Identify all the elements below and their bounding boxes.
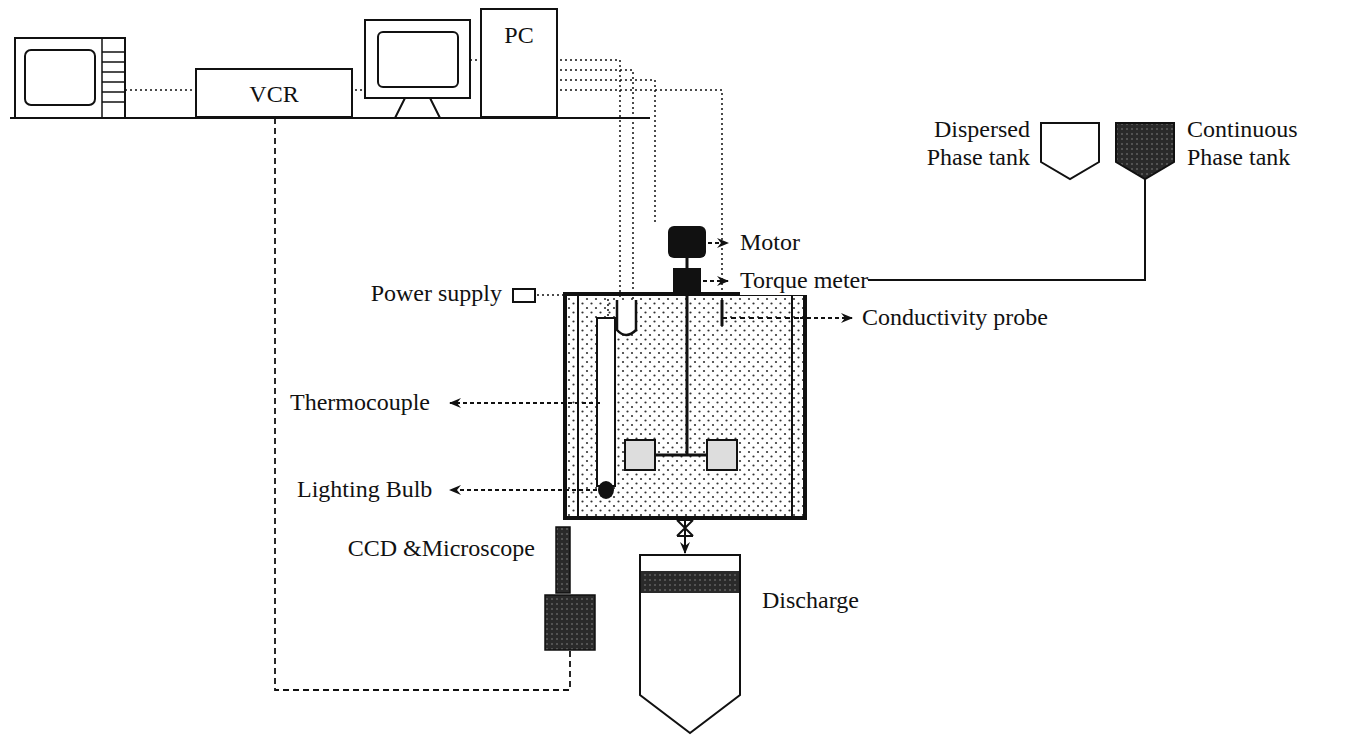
node-text: VCR <box>197 70 351 109</box>
node-label: Dispersed Phase tank <box>880 116 1030 171</box>
node-label: Continuous Phase tank <box>1187 116 1347 171</box>
part-label: Conductivity probe <box>862 304 1048 332</box>
power-supply-box: Power supply <box>512 288 536 303</box>
part-label: Thermocouple <box>290 389 430 417</box>
tank-outline <box>1040 122 1100 180</box>
part-label: Torque meter <box>740 267 868 295</box>
camera-outline <box>545 527 595 650</box>
part-label: Lighting Bulb <box>297 476 432 504</box>
node-text: PC <box>482 10 556 50</box>
tank: Dispersed Phase tank <box>1040 122 1100 180</box>
node-label: CCD &Microscope <box>348 535 535 563</box>
node-label: Power supply <box>371 280 502 308</box>
vcr-box: VCR <box>195 68 353 118</box>
tank: Continuous Phase tank <box>1115 122 1175 180</box>
discharge-container: Discharge <box>638 553 742 735</box>
part-label: Motor <box>740 229 800 257</box>
node-label: Discharge <box>762 587 859 615</box>
video-cable <box>275 118 570 690</box>
bottle-outline <box>638 553 742 735</box>
pc-tower: PC <box>480 8 558 118</box>
ccd-camera: CCD &Microscope <box>545 527 595 650</box>
tank-outline <box>1115 122 1175 180</box>
